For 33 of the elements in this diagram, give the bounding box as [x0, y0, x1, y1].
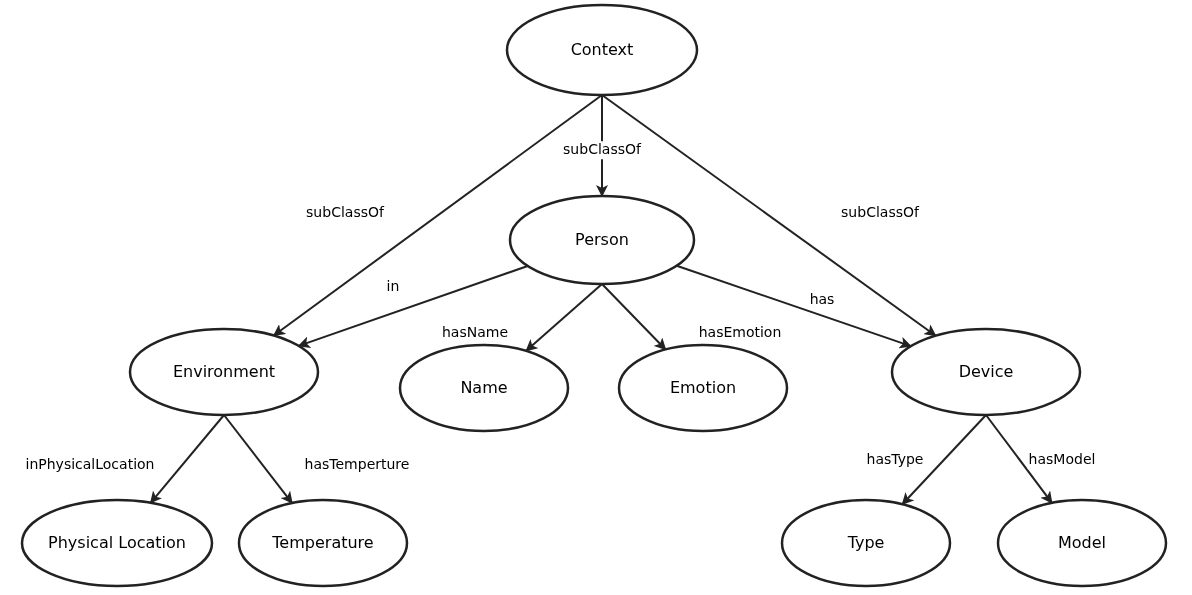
ellipse-node [996, 498, 1168, 588]
ellipse-node [128, 327, 320, 417]
arrow [525, 283, 603, 352]
ellipse-node [508, 194, 696, 286]
node-label: Context [570, 39, 634, 61]
node-label: Physical Location [48, 532, 186, 554]
ellipse-node [237, 498, 409, 588]
arrow [223, 414, 294, 504]
edge-label: inPhysicalLocation [24, 456, 156, 474]
node-label: Model [1057, 532, 1106, 554]
ellipse-node [617, 343, 789, 433]
node-label: Name [460, 377, 508, 399]
node-label: Emotion [669, 377, 737, 399]
node-label: Type [847, 532, 885, 554]
edge-label: hasType [865, 451, 925, 469]
arrow [272, 94, 603, 337]
edge-label: subClassOf [562, 141, 642, 159]
edge-label: hasTemperture [303, 456, 411, 474]
arrow [675, 264, 912, 349]
arrow [601, 283, 667, 351]
arrow [149, 414, 225, 504]
arrow [601, 94, 937, 337]
node-label: Person [575, 229, 629, 251]
ellipse-node [780, 498, 952, 588]
node-label: Temperature [272, 532, 374, 554]
node-label: Environment [172, 361, 276, 383]
ellipse-node [398, 343, 570, 433]
arrow [901, 414, 987, 506]
arrow [985, 414, 1053, 504]
ellipse-node [890, 327, 1082, 417]
node-label: Device [958, 361, 1014, 383]
ellipse-node [20, 498, 214, 588]
ellipse-node [505, 3, 699, 97]
